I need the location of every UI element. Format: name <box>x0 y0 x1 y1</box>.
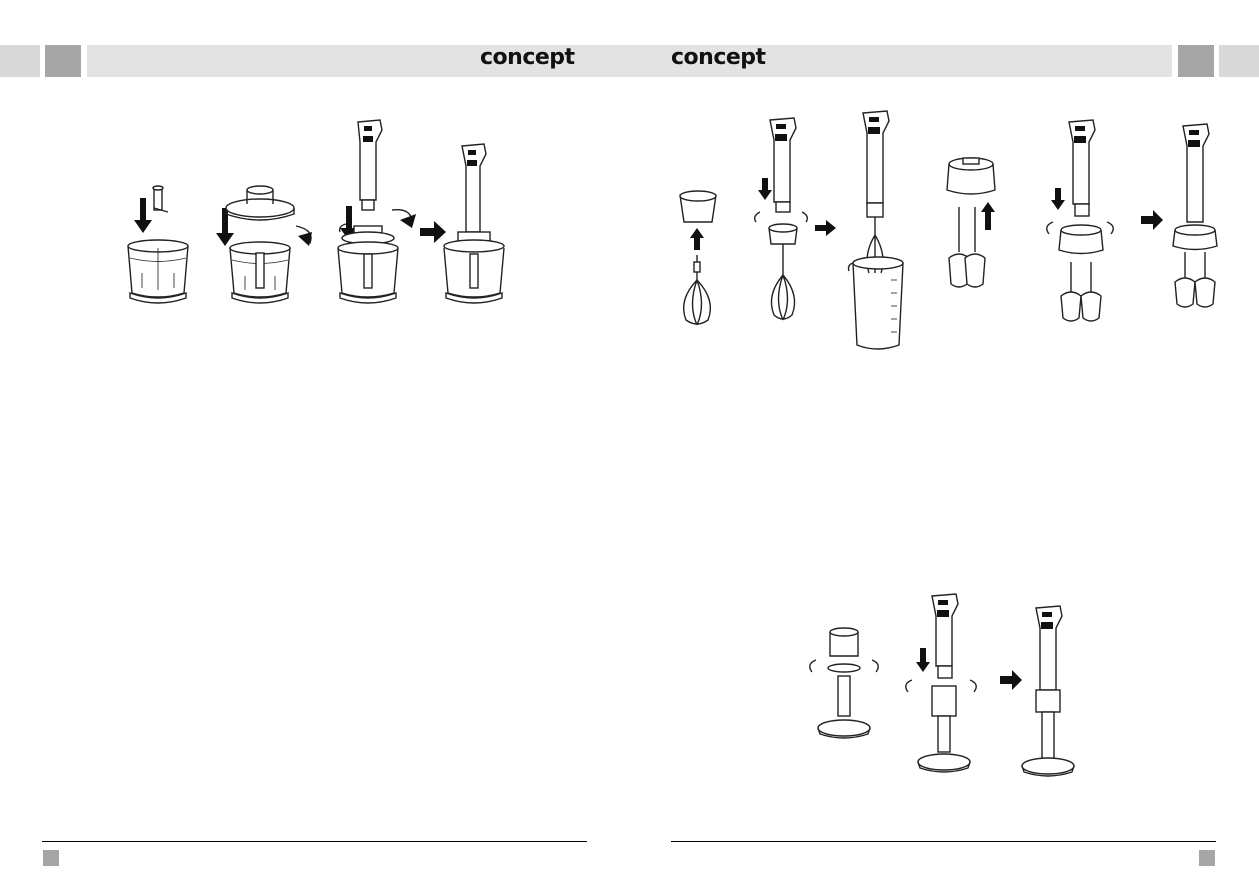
beater-coupler <box>947 158 995 287</box>
footer-rule-left <box>42 841 587 842</box>
mixer-beaters-assembly-illustration <box>935 112 1235 327</box>
blender-assembled <box>1022 606 1074 776</box>
header-tab-left-outer <box>0 45 40 77</box>
footer-square-right <box>1199 850 1215 866</box>
beaker-illustration <box>845 105 915 355</box>
footer-square-left <box>43 850 59 866</box>
chopper-bowl-3 <box>338 120 416 303</box>
header-bar <box>87 45 1172 77</box>
header-tab-right-inner <box>1178 45 1214 77</box>
whisk-assembly-illustration <box>670 110 840 330</box>
next-arrow-icon <box>1141 210 1163 230</box>
chopper-bowl-1 <box>128 186 188 303</box>
chopper-assembled <box>444 144 504 303</box>
brand-logo-right: concept <box>671 45 766 70</box>
next-arrow-icon <box>420 221 446 243</box>
blender-foot-assembly-illustration <box>800 590 1100 790</box>
beater-attach <box>1047 120 1114 321</box>
next-arrow-icon <box>1000 670 1022 690</box>
chopper-assembly-illustration <box>110 108 530 323</box>
footer-rule-right <box>671 841 1216 842</box>
beater-assembled <box>1173 124 1217 307</box>
header-tab-left-inner <box>45 45 81 77</box>
chopper-bowl-2 <box>216 186 312 303</box>
whisk-attach <box>755 118 808 320</box>
blender-foot <box>810 628 879 738</box>
whisk-coupler <box>680 191 716 325</box>
blender-attach <box>906 594 977 772</box>
next-arrow-icon <box>815 220 836 236</box>
brand-logo-left: concept <box>480 45 575 70</box>
header-tab-right-outer <box>1219 45 1259 77</box>
